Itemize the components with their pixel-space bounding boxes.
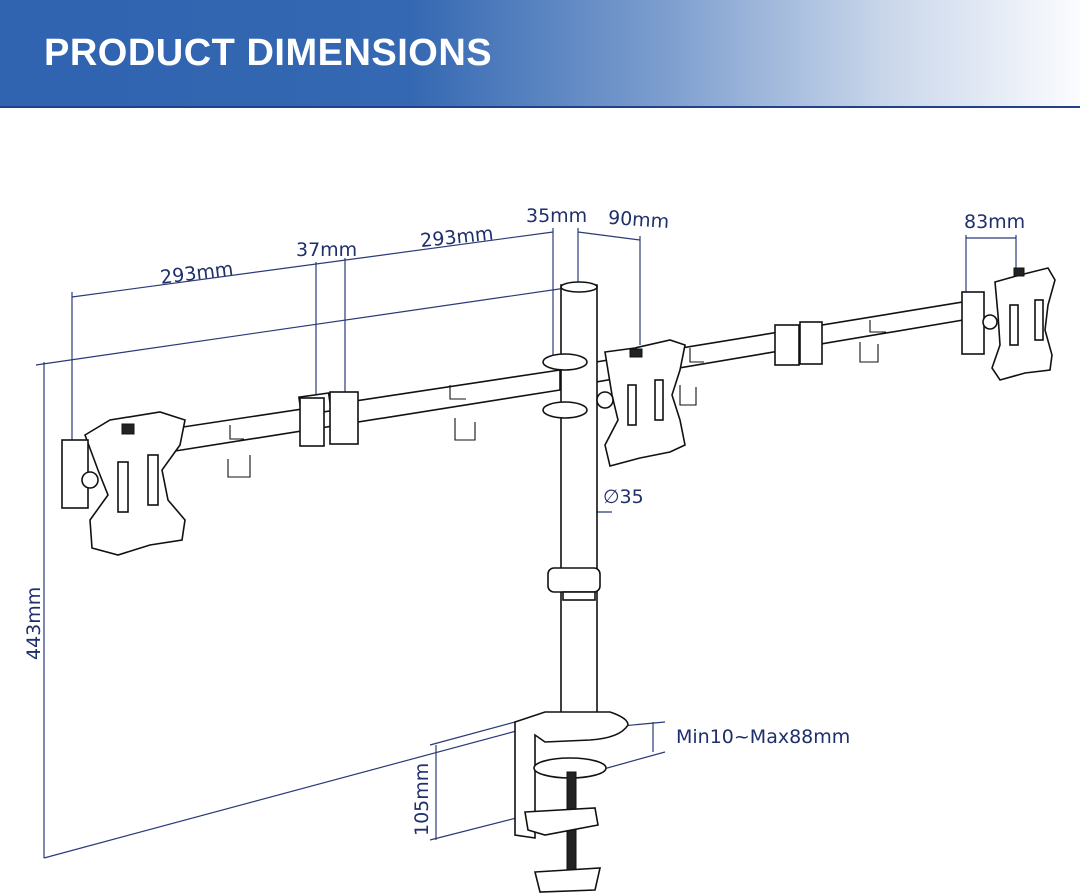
dimension-joint-width: 37mm bbox=[296, 239, 357, 261]
right-vesa-plate bbox=[961, 267, 1056, 381]
page-title: PRODUCT DIMENSIONS bbox=[44, 32, 493, 74]
pole bbox=[542, 281, 601, 731]
dimension-center-head-offset: 90mm bbox=[607, 207, 670, 233]
right-arm bbox=[595, 299, 976, 406]
left-vesa-plate bbox=[61, 411, 186, 556]
dimension-arm-left-length: 293mm bbox=[159, 258, 234, 289]
header-banner: PRODUCT DIMENSIONS bbox=[0, 0, 1080, 108]
dimension-pole-offset: 35mm bbox=[526, 205, 587, 227]
dimension-total-height: 443mm bbox=[23, 587, 45, 660]
dimension-pole-diameter: ∅35 bbox=[603, 486, 644, 508]
dimension-arm-inner-length: 293mm bbox=[419, 223, 494, 253]
left-arm bbox=[149, 369, 561, 478]
center-vesa-plate bbox=[596, 339, 686, 467]
dimension-clamp-range: Min10~Max88mm bbox=[676, 726, 850, 748]
dimension-clamp-height: 105mm bbox=[411, 763, 433, 836]
dimension-right-head-width: 83mm bbox=[964, 211, 1025, 233]
desk-clamp bbox=[514, 711, 629, 893]
